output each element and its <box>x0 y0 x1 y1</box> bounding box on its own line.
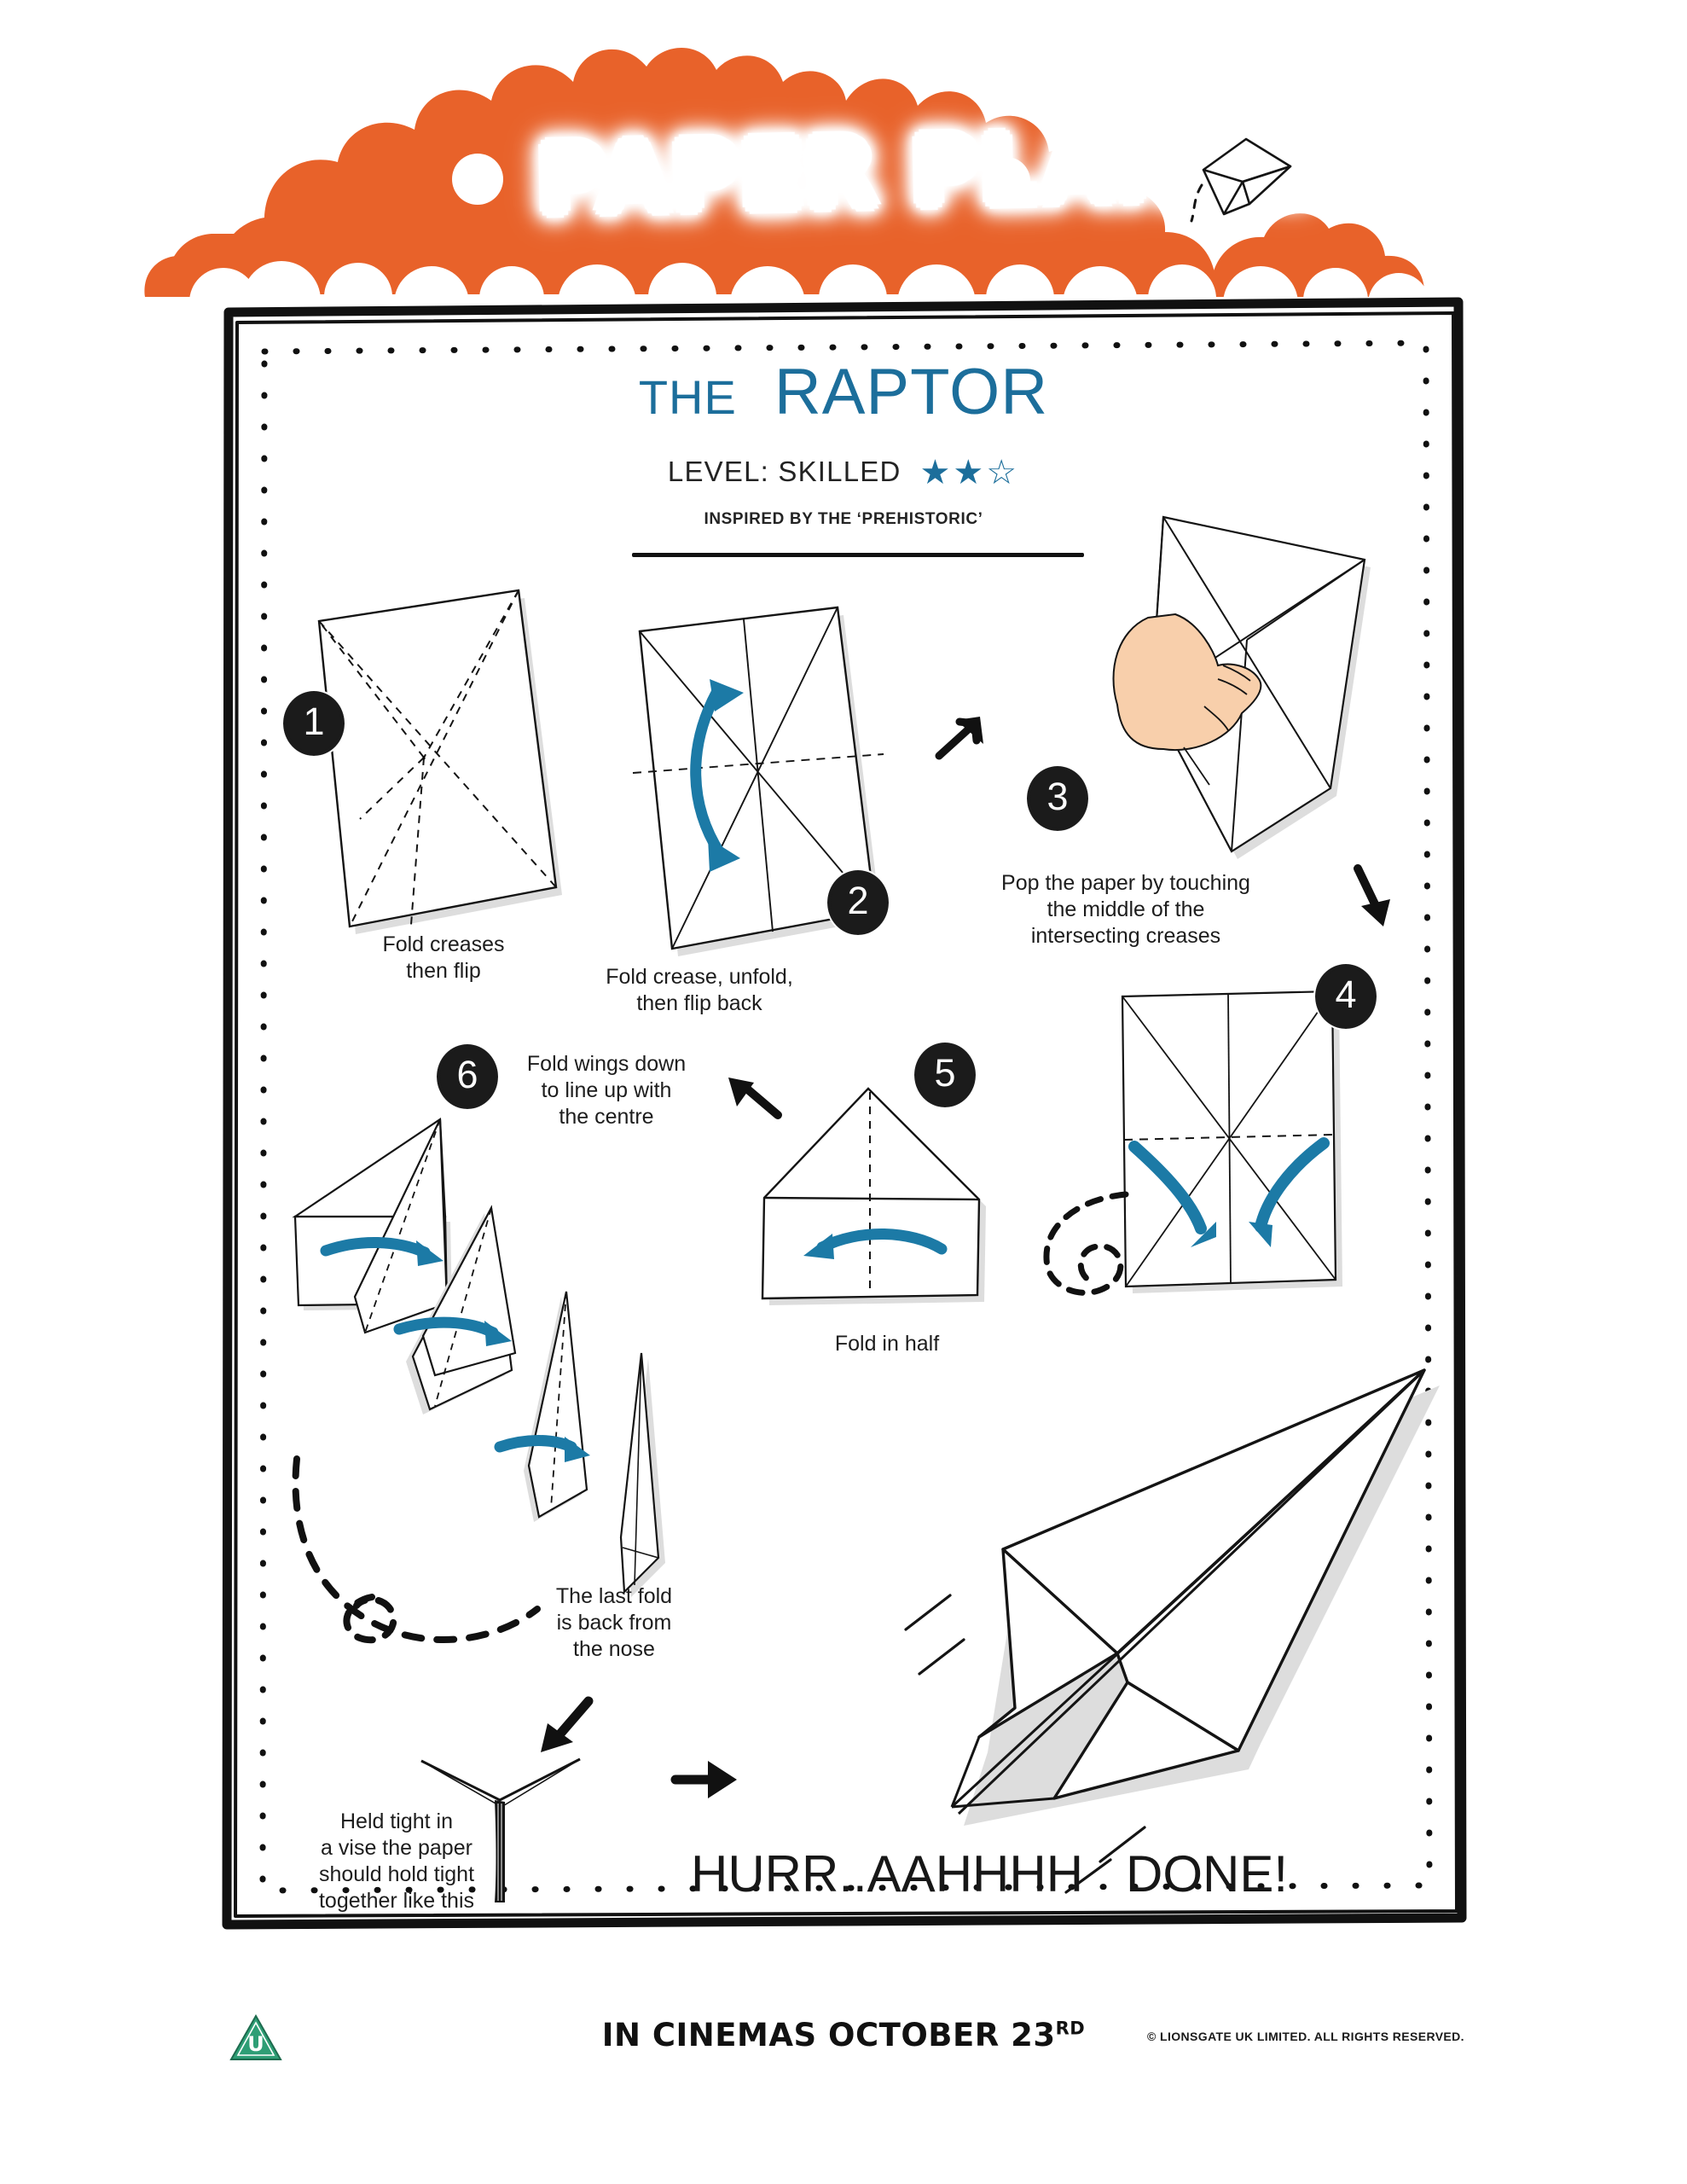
step-3-badge: 3 <box>1025 764 1090 833</box>
page-title: THE RAPTOR <box>0 355 1687 429</box>
flow-arrow-down-left-icon <box>541 1696 594 1752</box>
finish-done: DONE! <box>1126 1845 1289 1902</box>
step-3-caption: Pop the paper by touching the middle of … <box>1001 871 1250 948</box>
bbfc-u-certificate-icon: U <box>229 2013 282 2060</box>
vise-cross-section-figure <box>409 1747 597 1918</box>
flow-arrow-up-right-icon <box>935 717 983 760</box>
flow-arrow-right-icon <box>670 1761 737 1798</box>
release-date: IN CINEMAS OCTOBER 23RD <box>0 2017 1687 2053</box>
step-1-caption: Fold creases then flip <box>382 932 505 983</box>
flow-arrow-down-icon <box>1354 864 1390 926</box>
step-6b-figure <box>386 1194 624 1484</box>
title-divider <box>632 553 1084 557</box>
vise-note: Held tight in a vise the paper should ho… <box>318 1809 475 1913</box>
footer: U IN CINEMAS OCTOBER 23RD © LIONSGATE UK… <box>0 2007 1687 2083</box>
brand-logo: PAPER PLANES <box>536 111 1326 239</box>
step-1-badge: 1 <box>281 689 346 758</box>
poster-frame <box>220 297 1467 1931</box>
flip-loop-dashed-large-icon <box>292 1455 541 1644</box>
cloud-banner <box>0 0 1687 307</box>
step-6-badge: 6 <box>435 1043 500 1111</box>
step-6c-figure <box>494 1280 682 1570</box>
step-2-figure <box>614 597 896 964</box>
release-date-suffix: RD <box>1055 2018 1086 2039</box>
title-the: THE <box>638 370 737 424</box>
finished-plane-figure <box>904 1339 1467 1937</box>
brand-logo-text: PAPER PLANES <box>536 110 1327 234</box>
step-4-figure <box>1109 973 1365 1314</box>
step-1-figure <box>300 587 573 945</box>
step-3-figure <box>1112 503 1424 887</box>
finish-text: HURR..AAHHHH DONE! <box>691 1844 1288 1903</box>
step-2-badge: 2 <box>826 868 890 937</box>
svg-text:U: U <box>247 2032 264 2056</box>
release-date-main: IN CINEMAS OCTOBER 23 <box>601 2017 1056 2053</box>
inspired-by-text: INSPIRED BY THE ‘PREHISTORIC’ <box>704 510 983 528</box>
step-6d-figure <box>582 1339 718 1629</box>
step-6-caption: Fold wings down to line up with the cent… <box>526 1052 687 1129</box>
copyright-text: © LIONSGATE UK LIMITED. ALL RIGHTS RESER… <box>1147 2030 1464 2043</box>
step-5-caption: Fold in half <box>834 1332 940 1356</box>
step-4-badge: 4 <box>1313 962 1378 1031</box>
level-row: LEVEL: SKILLED ★★☆ <box>0 450 1687 491</box>
flip-loop-dashed-icon <box>1043 1191 1129 1296</box>
level-label: LEVEL: SKILLED <box>667 456 901 487</box>
finish-shout: HURR..AAHHHH <box>691 1845 1084 1902</box>
paper-plane-icon <box>1190 137 1292 223</box>
flow-arrow-left-icon <box>728 1077 782 1119</box>
last-fold-note: The last fold is back from the nose <box>555 1584 673 1661</box>
step-2-caption: Fold crease, unfold, then flip back <box>606 965 793 1015</box>
cloud-shape-icon <box>0 47 1687 307</box>
difficulty-stars: ★★☆ <box>919 454 1020 491</box>
step-5-badge: 5 <box>913 1041 977 1109</box>
step-5-figure <box>744 1083 1000 1339</box>
title-name: RAPTOR <box>774 356 1049 428</box>
